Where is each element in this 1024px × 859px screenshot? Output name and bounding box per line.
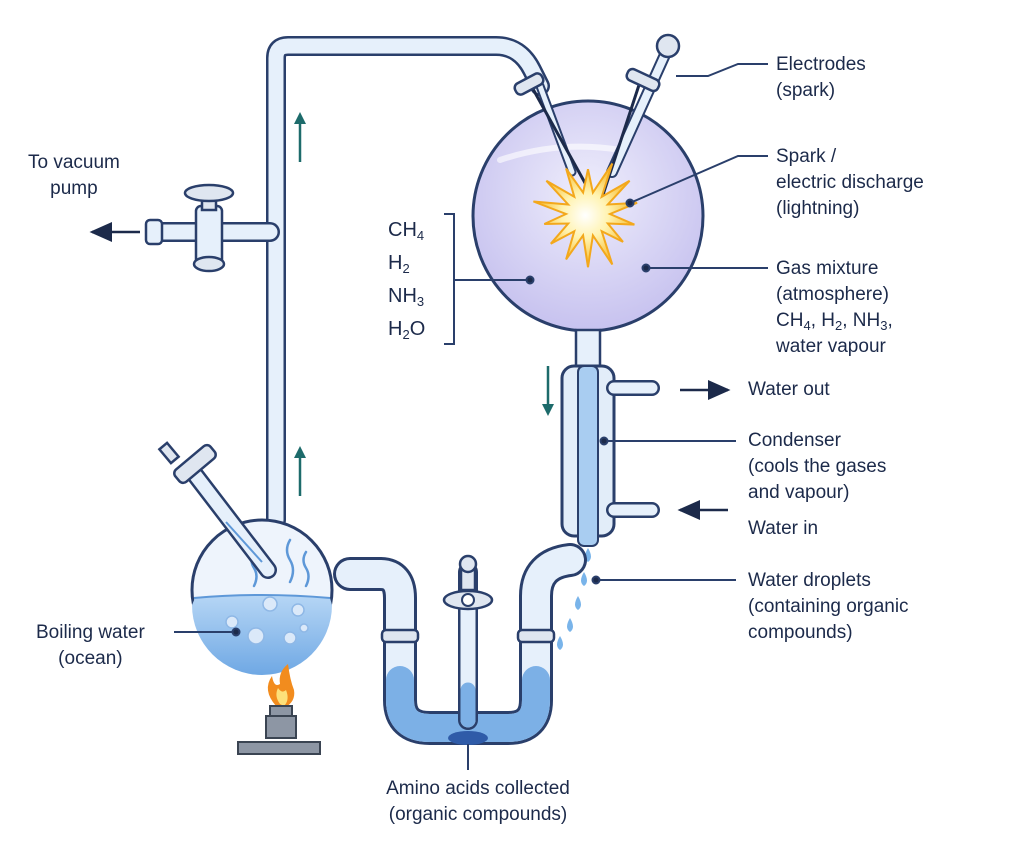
water-out-label: Water out [748,379,830,400]
water-droplets [557,548,591,650]
boiling-flask-sidearm [157,441,277,579]
top-tube [266,36,550,530]
condenser [560,364,660,547]
formula-bracket [444,213,535,345]
spark-icon [533,162,638,268]
electrodes-label: Electrodes (spark) [776,54,866,101]
formula-ch4: CH4 [388,219,425,243]
stopcock-icon [183,183,235,273]
gas-mixture-label: Gas mixture (atmosphere) CH4, H2, NH3, w… [776,258,893,357]
leader-lines [174,63,768,770]
gas-formula-list: CH4 H2 NH3 H2O [388,214,425,346]
formula-nh3: NH3 [388,285,425,309]
condenser-label: Condenser (cools the gases and vapour) [748,430,887,503]
formula-h2: H2 [388,252,410,276]
flame-icon [267,664,295,708]
stopcock-icon [442,554,494,611]
flow-arrow-icon [294,112,554,496]
spark-label: Spark / electric discharge (lightning) [776,146,924,219]
amino-acids-label: Amino acids collected (organic compounds… [386,778,570,825]
burner-icon [237,705,321,755]
formula-h2o: H2O [388,318,426,342]
u-trap-joints [380,628,556,644]
water-droplets-label: Water droplets (containing organic compo… [748,570,909,643]
vacuum-pump-label: To vacuum pump [28,152,120,199]
electrodes [513,33,681,211]
boiling-water-label: Boiling water (ocean) [36,622,145,669]
boiling-flask [190,518,334,675]
water-in-label: Water in [748,518,819,539]
